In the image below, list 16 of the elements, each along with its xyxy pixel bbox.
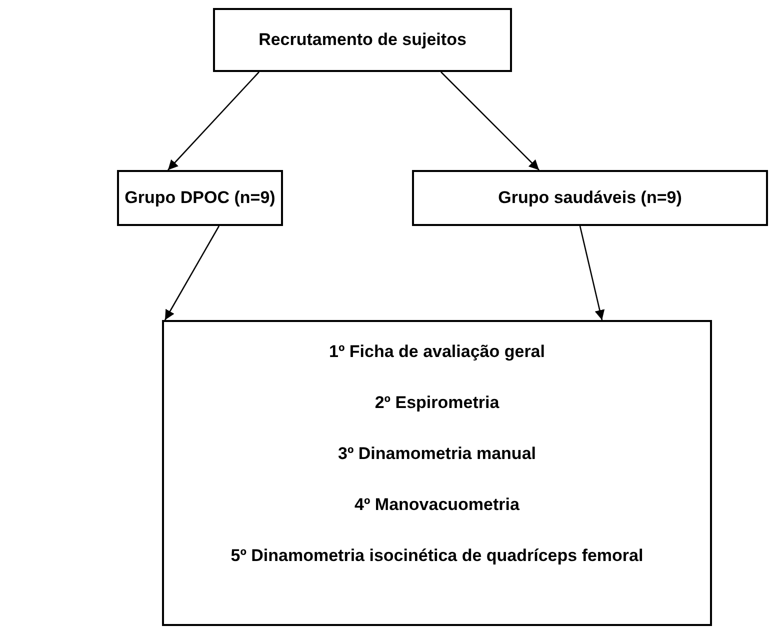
- process-box: [412, 170, 768, 226]
- arrow: [168, 72, 260, 170]
- node-text: 4º Manovacuometria: [354, 495, 520, 515]
- node-text: Recrutamento de sujeitos: [258, 30, 466, 50]
- node-text: Grupo saudáveis (n=9): [498, 188, 682, 208]
- node-text: 5º Dinamometria isocinética de quadríceps femoral: [230, 546, 644, 566]
- process-box: [162, 320, 712, 626]
- node-text: 3º Dinamometria manual: [338, 444, 536, 464]
- process-box: [117, 170, 283, 226]
- process-box: [213, 8, 512, 72]
- node-text: Grupo DPOC (n=9): [124, 188, 276, 208]
- arrow: [579, 226, 605, 320]
- arrow: [164, 226, 220, 320]
- node-text: 1º Ficha de avaliação geral: [329, 342, 545, 362]
- arrow: [440, 72, 540, 170]
- node-text: 2º Espirometria: [374, 393, 500, 413]
